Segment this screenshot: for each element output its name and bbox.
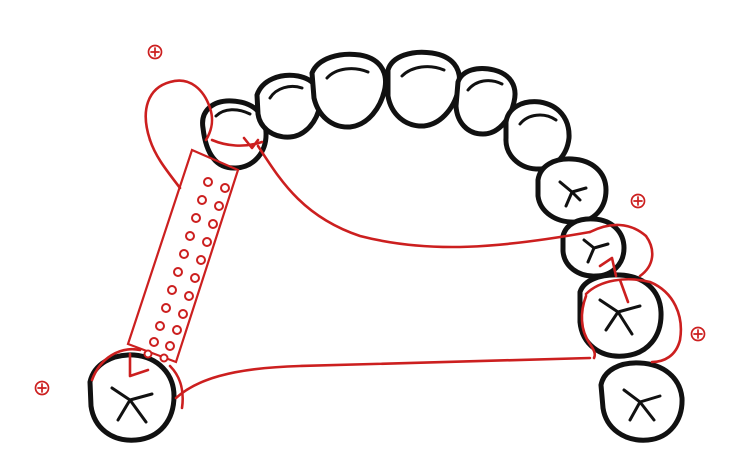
rest-marker-icon	[692, 328, 705, 341]
rest-marker-icon	[632, 195, 645, 208]
tooth-icon	[601, 363, 682, 440]
left-guide-arm	[150, 140, 180, 188]
rest-marker-icon	[36, 382, 49, 395]
lingual-bar-connector	[128, 150, 238, 362]
tooth-icon	[388, 52, 460, 126]
mesh-holes	[145, 178, 230, 362]
rest-marker-icon	[149, 46, 162, 59]
tooth-icon	[312, 54, 386, 127]
tooth-icon	[580, 275, 661, 356]
posterior-connector	[176, 358, 590, 398]
tooth-icon	[90, 355, 174, 440]
tooth-icon	[538, 159, 606, 222]
